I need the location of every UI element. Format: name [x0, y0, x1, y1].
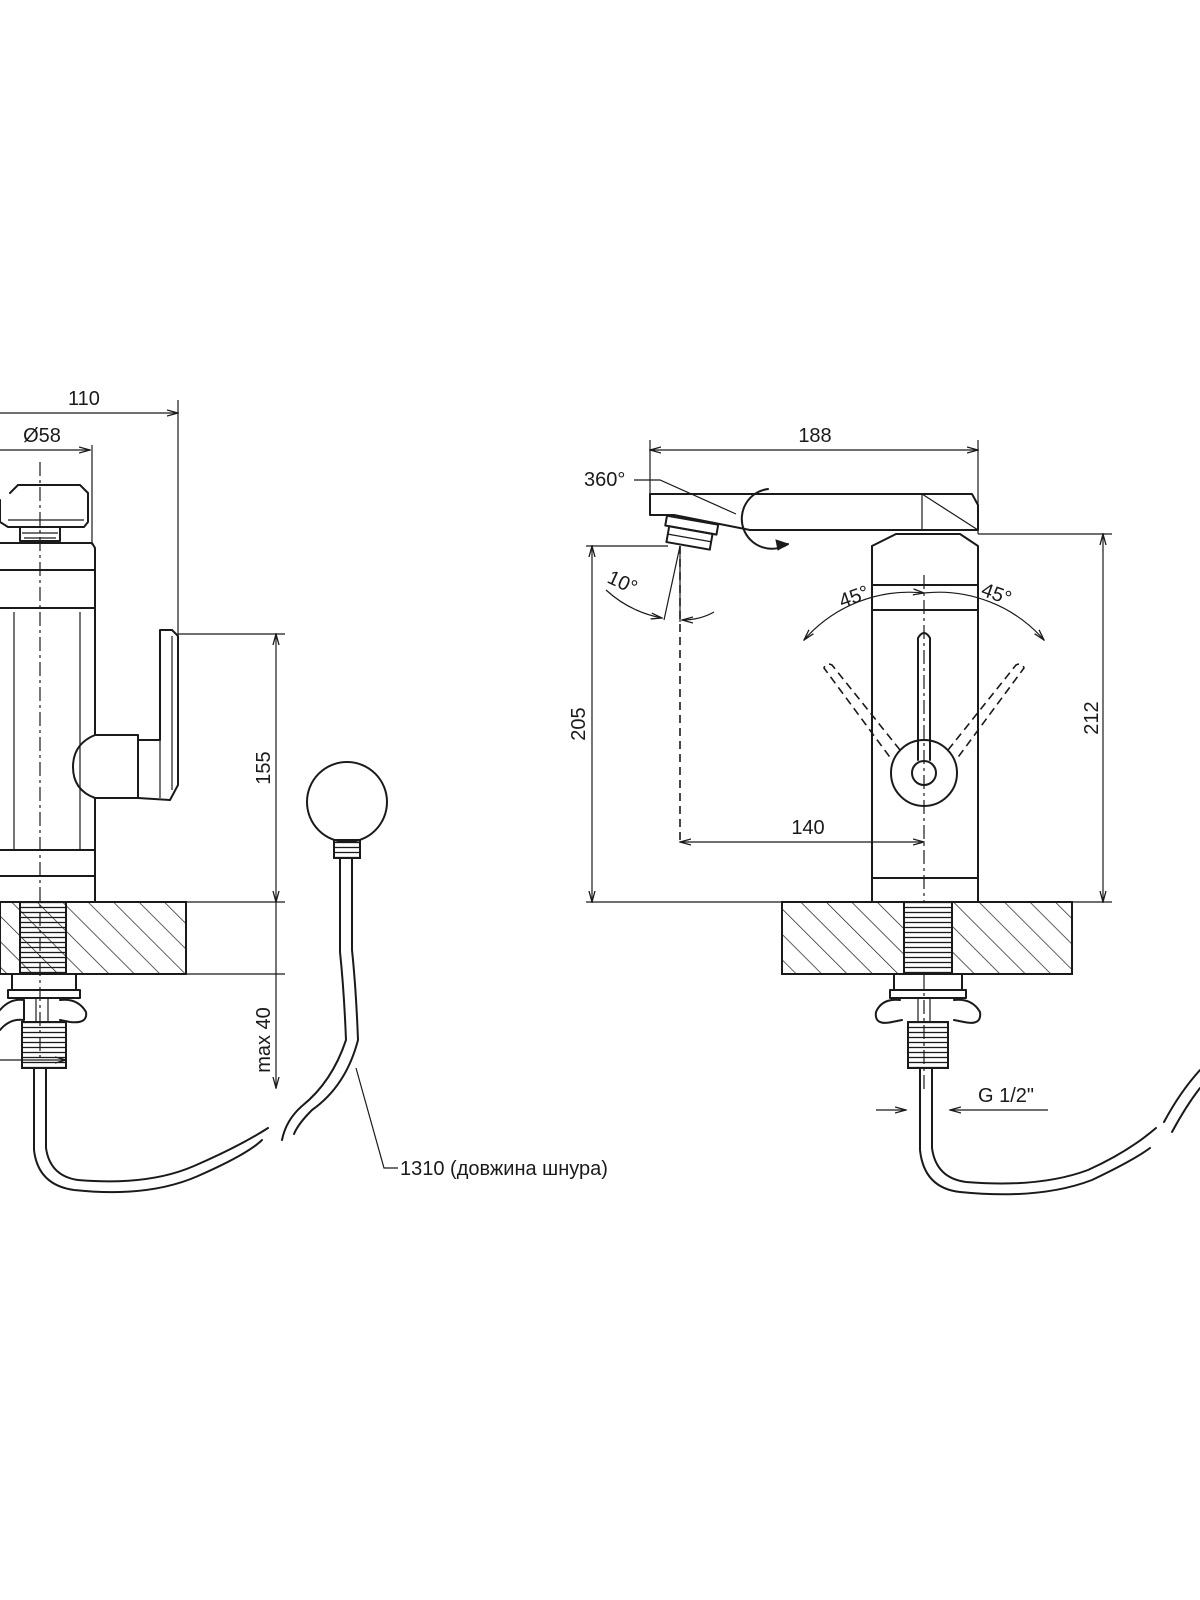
front-mounting-nut: [874, 973, 982, 1069]
side-aerator-head: [0, 484, 96, 571]
side-body: [0, 569, 96, 903]
side-plug: [281, 761, 388, 1141]
tilt-label: 10°: [604, 567, 641, 600]
lever-left-angle-label: 45°: [836, 582, 872, 613]
front-spout: [649, 493, 979, 531]
dim-label-205: 205: [568, 707, 590, 740]
dim-spout-length: 188: [650, 425, 978, 534]
side-lever-handle: [72, 629, 179, 801]
lever-rotation-callout: 45° 45°: [804, 579, 1044, 640]
cord-length-label: 1310 (довжина шнура): [400, 1158, 608, 1180]
thread-size-callout: G 1/2": [876, 1085, 1048, 1110]
dim-label-188: 188: [798, 425, 831, 447]
dim-spout-reach: 140: [680, 817, 924, 842]
dim-label-155: 155: [253, 751, 275, 784]
dim-label-110: 110: [68, 388, 100, 410]
front-mount-stud: [903, 901, 953, 975]
dim-spout-height: 205: [568, 546, 872, 902]
side-power-cord: [33, 1067, 263, 1194]
front-view: 188 360° 10°: [568, 425, 1200, 1196]
front-power-cord: [919, 1067, 1151, 1196]
dim-label-140: 140: [791, 817, 824, 839]
lever-right-angle-label: 45°: [978, 579, 1014, 610]
dim-overall-width: 110: [0, 388, 178, 640]
dim-height: 155: [95, 634, 285, 902]
swivel-label: 360°: [584, 469, 625, 491]
dim-label-max40: max 40: [253, 1007, 275, 1073]
side-mounting-nut: [0, 973, 88, 1069]
side-view: 110 Ø58: [0, 388, 608, 1194]
dim-body-diameter: Ø58: [0, 425, 93, 545]
dim-label-212: 212: [1081, 701, 1103, 734]
dim-max-thickness: max 40: [186, 902, 285, 1088]
dim-label-diameter: Ø58: [23, 425, 61, 447]
front-body: [871, 533, 979, 1090]
front-aerator: [664, 514, 720, 551]
aerator-tilt-callout: 10°: [604, 545, 715, 622]
thread-size-label: G 1/2": [978, 1085, 1034, 1107]
front-lever-alt-positions: [823, 663, 1025, 761]
cord-length-callout: 1310 (довжина шнура): [355, 1067, 608, 1180]
side-mount-stud: [19, 901, 67, 975]
